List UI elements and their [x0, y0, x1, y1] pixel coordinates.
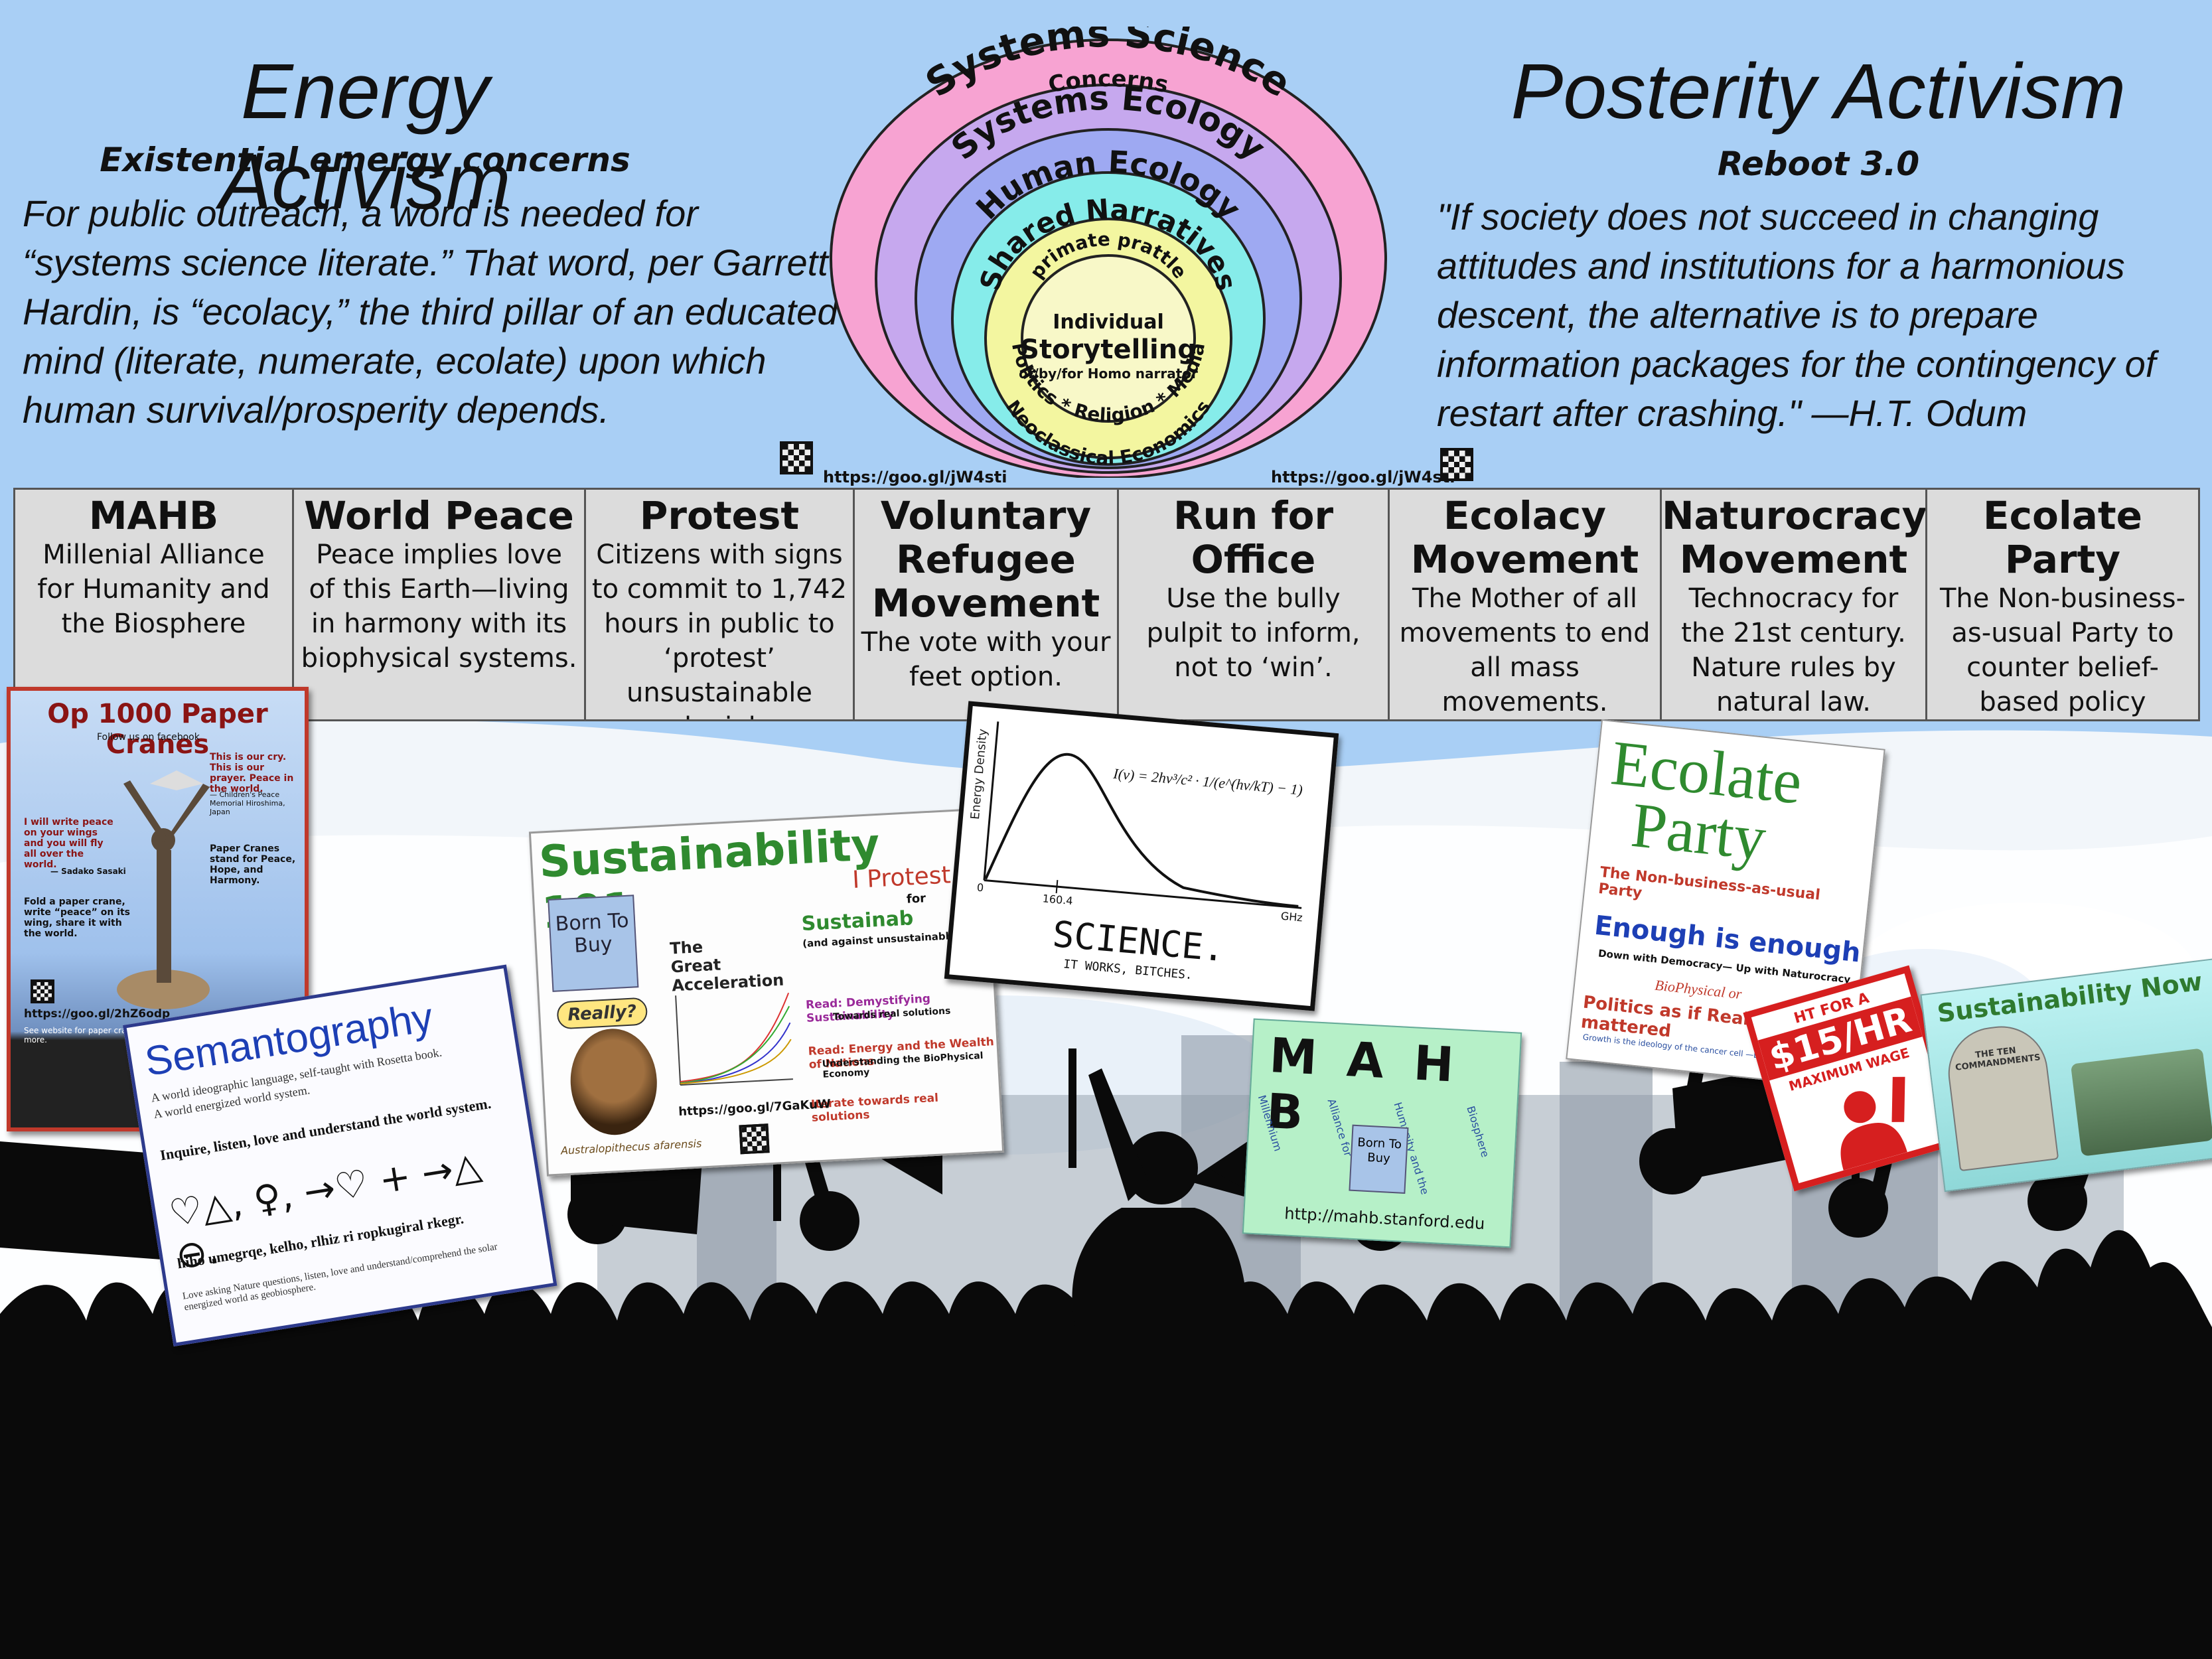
sustainability-great: The Great Acceleration [669, 937, 784, 995]
table-cell-naturocracy: Naturocracy Movement Technocracy for the… [1662, 490, 1927, 719]
table-heading: World Peace [304, 493, 574, 538]
poster-maximum-wage: HT FOR A $15/HR MAXIMUM WAGE [1743, 965, 1960, 1192]
left-url[interactable]: https://goo.gl/jW4sti [823, 468, 1007, 486]
cranes-quote1: This is our cry. This is our prayer. Pea… [210, 752, 294, 794]
sustainability-qr[interactable] [739, 1123, 770, 1155]
systems-diagram: Systems Science Concerns Systems Ecology… [830, 27, 1387, 478]
sustainability-box: Born To Buy [548, 895, 639, 992]
table-cell-mahb: MAHB Millenial Alliance for Humanity and… [15, 490, 294, 719]
right-paragraph: "If society does not succeed in changing… [1437, 196, 2156, 434]
qr-code-left[interactable] [780, 441, 813, 474]
ring-core [1021, 254, 1196, 423]
sustainability-protest: I Protest [851, 861, 952, 894]
table-description: The Non-business-as-usual Party to count… [1939, 583, 2186, 717]
left-paragraph: For public outreach, a word is needed fo… [23, 192, 838, 431]
moai-landscape-icon [2070, 1048, 2212, 1157]
poster-science: Energy Density I(ν) = 2hν³/c² · 1/(e^(hν… [944, 701, 1339, 1011]
right-url[interactable]: https://goo.gl/jW4sti [1271, 468, 1455, 486]
left-subtitle: Existential emergy concerns [100, 141, 630, 179]
table-heading: Ecolate Party [1983, 493, 2142, 582]
table-description: Use the bully pulpit to inform, not to ‘… [1146, 583, 1361, 683]
sustainability-url[interactable]: https://goo.gl/7GaKuW [678, 1097, 832, 1119]
sustainability-for: for [906, 891, 926, 906]
table-heading: Run for Office [1173, 493, 1334, 582]
mahb-url[interactable]: http://mahb.stanford.edu [1284, 1204, 1485, 1234]
now-commandments: THE TEN COMMANDMENTS [1943, 1021, 2059, 1172]
table-heading: Ecolacy Movement [1410, 493, 1639, 582]
poster-sustainability-101: Sustainability 101 Born To Buy Really? A… [528, 808, 1005, 1177]
statue-icon [117, 770, 210, 1009]
table-description: Peace implies love of this Earth—living … [301, 540, 577, 674]
cranes-title: Op 1000 Paper Cranes [47, 699, 268, 760]
science-xlabel: GHz [1280, 909, 1303, 924]
mahb-box: Born To Buy [1349, 1124, 1409, 1194]
ape-icon [567, 1026, 660, 1137]
fist-figure-icon [1840, 1076, 1907, 1171]
cranes-quote1-source: — Children's Peace Memorial Hiroshima, J… [210, 790, 285, 816]
right-subtitle: Reboot 3.0 [1717, 145, 1920, 183]
science-zero: 0 [976, 881, 984, 895]
core-main-label: Storytelling [1020, 334, 1197, 365]
cranes-follow[interactable]: Follow us on facebook [97, 732, 200, 743]
right-title: Posterity Activism [1511, 48, 2126, 135]
table-heading: MAHB [88, 493, 219, 538]
science-tick: 160.4 [1042, 892, 1074, 908]
sustainability-iterate: Iterate towards real solutions [810, 1091, 939, 1125]
ecolate-title2: Party [1628, 788, 1769, 874]
cranes-stand: Paper Cranes stand for Peace, Hope, and … [210, 843, 296, 886]
cranes-url[interactable]: https://goo.gl/2hZ6odp [24, 1007, 171, 1021]
sustainability-sustainab: Sustainab [800, 906, 915, 936]
table-description: Technocracy for the 21st century. Nature… [1681, 583, 1906, 717]
table-heading: Naturocracy Movement [1662, 493, 1927, 582]
core-top-label: Individual [1053, 311, 1163, 334]
poster-mahb: M A H B Millennium Alliance for Humanity… [1242, 1018, 1522, 1248]
cranes-quote2-source: — Sadako Sasaki [50, 867, 126, 876]
core-sub-label: of/by/for Homo narrator [1019, 366, 1198, 382]
planck-curve [983, 721, 1302, 909]
table-cell-world-peace: World Peace Peace implies love of this E… [294, 490, 586, 719]
cranes-quote2: I will write peace on your wings and you… [24, 817, 113, 870]
table-cell-ecolate-party: Ecolate Party The Non-business-as-usual … [1927, 490, 2198, 719]
table-description: The Mother of all movements to end all m… [1399, 583, 1651, 717]
table-cell-protest: Protest Citizens with signs to commit to… [586, 490, 855, 719]
qr-code-right[interactable] [1440, 448, 1473, 481]
poster-semantography: Semantography A world ideographic langua… [123, 964, 557, 1346]
ecolate-bio: BioPhysical or [1654, 976, 1743, 1003]
left-title: Energy Activism [219, 48, 511, 226]
table-description: Citizens with signs to commit to 1,742 h… [591, 540, 848, 719]
table-description: Millenial Alliance for Humanity and the … [37, 540, 270, 639]
movements-table: MAHB Millenial Alliance for Humanity and… [13, 488, 2200, 721]
cranes-qr[interactable] [31, 979, 54, 1003]
table-description: The vote with your feet option. [861, 627, 1111, 692]
table-cell-run-for-office: Run for Office Use the bully pulpit to i… [1119, 490, 1390, 719]
cranes-fold: Fold a paper crane, write “peace” on its… [24, 897, 131, 939]
table-cell-refugee: Voluntary Refugee Movement The vote with… [855, 490, 1119, 719]
poster-sustainability-now: Sustainability Now THE TEN COMMANDMENTS [1920, 958, 2212, 1192]
sustainability-caption: Australopithecus afarensis [560, 1137, 702, 1157]
sustainability-really: Really? [556, 997, 648, 1030]
table-heading: Voluntary Refugee Movement [871, 493, 1100, 626]
table-cell-ecolacy: Ecolacy Movement The Mother of all movem… [1390, 490, 1662, 719]
acceleration-chart-icon [675, 992, 793, 1086]
table-heading: Protest [639, 493, 800, 538]
